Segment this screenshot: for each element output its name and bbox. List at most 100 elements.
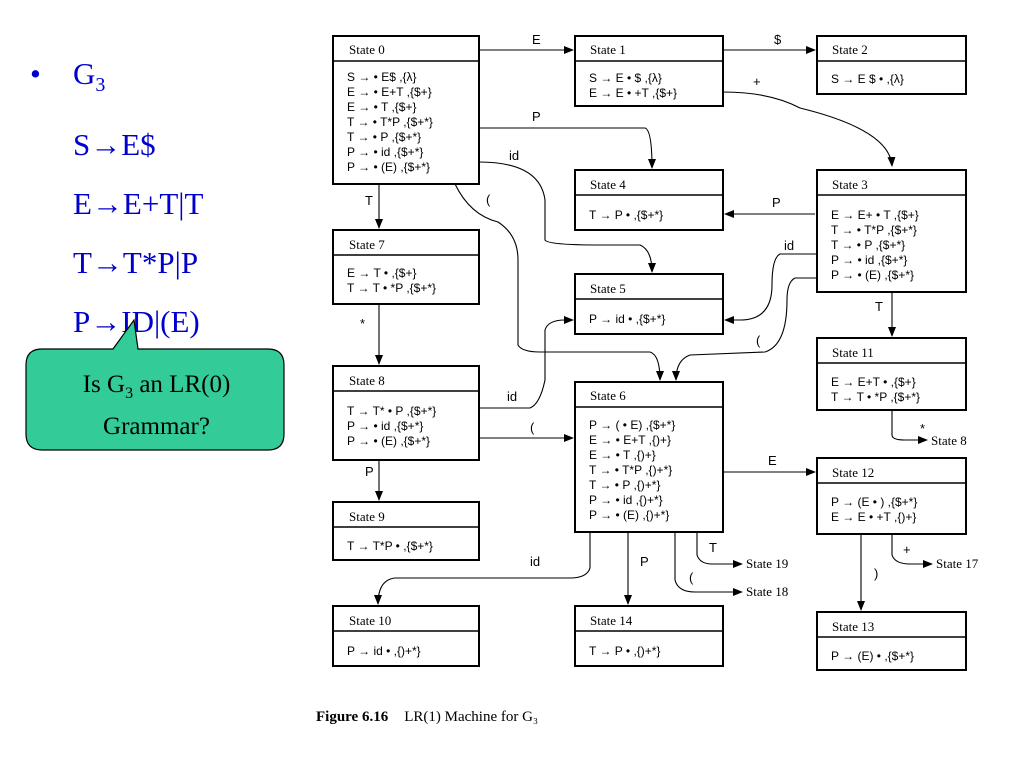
- svg-text:E → • T ,{)+}: E → • T ,{)+}: [589, 448, 656, 462]
- edge-label: +: [903, 542, 911, 557]
- svg-text:E → E • +T ,{$+}: E → E • +T ,{$+}: [589, 86, 677, 100]
- svg-text:T → P • ,{)+*}: T → P • ,{)+*}: [589, 644, 660, 658]
- svg-text:E → E • +T ,{)+}: E → E • +T ,{)+}: [831, 510, 916, 524]
- svg-text:P → • (E) ,{$+*}: P → • (E) ,{$+*}: [347, 160, 430, 174]
- edge-label: id: [509, 148, 519, 163]
- edge-label: *: [920, 421, 925, 436]
- svg-text:State 10: State 10: [349, 613, 391, 628]
- svg-text:State 0: State 0: [349, 42, 385, 57]
- ref-state-19: State 19: [746, 556, 788, 571]
- svg-text:P → • id ,{$+*}: P → • id ,{$+*}: [831, 253, 907, 267]
- edge-label: P: [640, 554, 649, 569]
- edge-label: E: [768, 453, 777, 468]
- edge-label: T: [365, 193, 373, 208]
- edge-label: +: [753, 74, 761, 89]
- svg-text:P → • id ,{)+*}: P → • id ,{)+*}: [589, 493, 663, 507]
- state-2: State 2 S → E $ • ,{λ}: [816, 35, 967, 95]
- grammar-name: G: [73, 56, 96, 91]
- svg-text:E → • T ,{$+}: E → • T ,{$+}: [347, 100, 416, 114]
- svg-text:State 7: State 7: [349, 237, 385, 252]
- svg-text:S → • E$ ,{λ}: S → • E$ ,{λ}: [347, 70, 417, 84]
- edge-label: P: [365, 464, 374, 479]
- svg-text:State 5: State 5: [590, 281, 626, 296]
- edge-3-6: [672, 277, 817, 381]
- grammar-rule: T→T*P|P: [73, 245, 199, 281]
- callout-bubble: [25, 318, 285, 451]
- svg-text:T → • P ,{)+*}: T → • P ,{)+*}: [589, 478, 660, 492]
- edge-12-17: [891, 534, 933, 568]
- svg-text:P → (E) • ,{$+*}: P → (E) • ,{$+*}: [831, 649, 914, 663]
- bullet-icon: •: [30, 56, 41, 91]
- svg-text:State 4: State 4: [590, 177, 626, 192]
- state-14: State 14 T → P • ,{)+*}: [574, 605, 724, 667]
- svg-text:State 8: State 8: [349, 373, 385, 388]
- svg-text:State 14: State 14: [590, 613, 633, 628]
- state-1: State 1 S → E • $ ,{λ} E → E • +T ,{$+}: [574, 35, 724, 107]
- edge-6-18: [674, 532, 743, 596]
- edge-label: P: [532, 109, 541, 124]
- grammar-rule: S→E$: [73, 127, 156, 163]
- edge-8-5: [479, 316, 574, 409]
- edge-0-6: [454, 183, 664, 381]
- state-6: State 6 P → ( • E) ,{$+*} E → • E+T ,{)+…: [574, 381, 724, 533]
- edge-label: E: [532, 32, 541, 47]
- callout-line2: Grammar?: [103, 413, 210, 440]
- edge-0-4: [479, 127, 656, 169]
- svg-text:P → (E • ) ,{$+*}: P → (E • ) ,{$+*}: [831, 495, 917, 509]
- state-7: State 7 E → T • ,{$+} T → T • *P ,{$+*}: [332, 229, 480, 305]
- edge-label: (: [756, 333, 761, 348]
- ref-state-18: State 18: [746, 584, 788, 599]
- edge-label: ): [874, 566, 878, 581]
- svg-text:T → T • *P ,{$+*}: T → T • *P ,{$+*}: [347, 281, 436, 295]
- svg-text:State 2: State 2: [832, 42, 868, 57]
- edge-labels: E $ + P id ( P id ( T * T * id ( P E T (…: [360, 32, 925, 585]
- ref-state-8: State 8: [931, 433, 967, 448]
- state-0: State 0 S → • E$ ,{λ} E → • E+T ,{$+} E …: [332, 35, 480, 185]
- svg-text:P → • (E) ,{$+*}: P → • (E) ,{$+*}: [347, 434, 430, 448]
- figure-title: LR(1) Machine for G₃: [404, 709, 539, 725]
- edge-label: T: [875, 299, 883, 314]
- edge-label: (: [530, 420, 535, 435]
- svg-text:State 11: State 11: [832, 345, 874, 360]
- grammar-list: •G3 S→E$ E→E+T|T T→T*P|P P→ID|(E): [30, 44, 203, 351]
- callout-text: Is G3 an LR(0) Grammar?: [30, 368, 283, 443]
- edge-label: (: [486, 192, 491, 207]
- edge-label: id: [784, 238, 794, 253]
- svg-text:State 9: State 9: [349, 509, 385, 524]
- svg-text:State 3: State 3: [832, 177, 868, 192]
- svg-text:S → E • $ ,{λ}: S → E • $ ,{λ}: [589, 71, 662, 85]
- svg-text:E → E+T • ,{$+}: E → E+T • ,{$+}: [831, 375, 916, 389]
- svg-text:State 13: State 13: [832, 619, 874, 634]
- svg-text:T → • T*P ,{$+*}: T → • T*P ,{$+*}: [347, 115, 433, 129]
- svg-text:State 6: State 6: [590, 388, 626, 403]
- svg-text:T → • P ,{$+*}: T → • P ,{$+*}: [347, 130, 421, 144]
- edge-6-10: [374, 532, 591, 605]
- callout-shape: [25, 318, 285, 451]
- svg-text:E → • E+T ,{$+}: E → • E+T ,{$+}: [347, 85, 432, 99]
- svg-text:P → • (E) ,{$+*}: P → • (E) ,{$+*}: [831, 268, 914, 282]
- edge-11-8: [891, 410, 928, 444]
- svg-text:P → • id ,{$+*}: P → • id ,{$+*}: [347, 419, 423, 433]
- svg-text:P → id • ,{$+*}: P → id • ,{$+*}: [589, 312, 665, 326]
- svg-text:P → • id ,{$+*}: P → • id ,{$+*}: [347, 145, 423, 159]
- edge-label: *: [360, 316, 365, 331]
- external-targets: State 8 State 19 State 18 State 17: [746, 433, 979, 599]
- grammar-rule: E→E+T|T: [73, 186, 204, 222]
- edge-label: P: [772, 195, 781, 210]
- edge-3-5: [724, 253, 817, 324]
- svg-text:E → E+ • T ,{$+}: E → E+ • T ,{$+}: [831, 208, 919, 222]
- svg-text:P → • (E) ,{)+*}: P → • (E) ,{)+*}: [589, 508, 669, 522]
- state-10: State 10 P → id • ,{)+*}: [332, 605, 480, 667]
- ref-state-17: State 17: [936, 556, 979, 571]
- svg-text:T → T*P • ,{$+*}: T → T*P • ,{$+*}: [347, 539, 433, 553]
- state-11: State 11 E → E+T • ,{$+} T → T • *P ,{$+…: [816, 337, 967, 411]
- state-13: State 13 P → (E) • ,{$+*}: [816, 611, 967, 671]
- svg-text:E → • E+T ,{)+}: E → • E+T ,{)+}: [589, 433, 671, 447]
- edge-0-5: [478, 161, 656, 273]
- svg-text:State 1: State 1: [590, 42, 626, 57]
- lr1-machine-diagram: State 0 S → • E$ ,{λ} E → • E+T ,{$+} E …: [332, 32, 979, 671]
- edge-label: T: [709, 540, 717, 555]
- svg-text:P → ( • E) ,{$+*}: P → ( • E) ,{$+*}: [589, 418, 675, 432]
- svg-text:T → • T*P ,{$+*}: T → • T*P ,{$+*}: [831, 223, 917, 237]
